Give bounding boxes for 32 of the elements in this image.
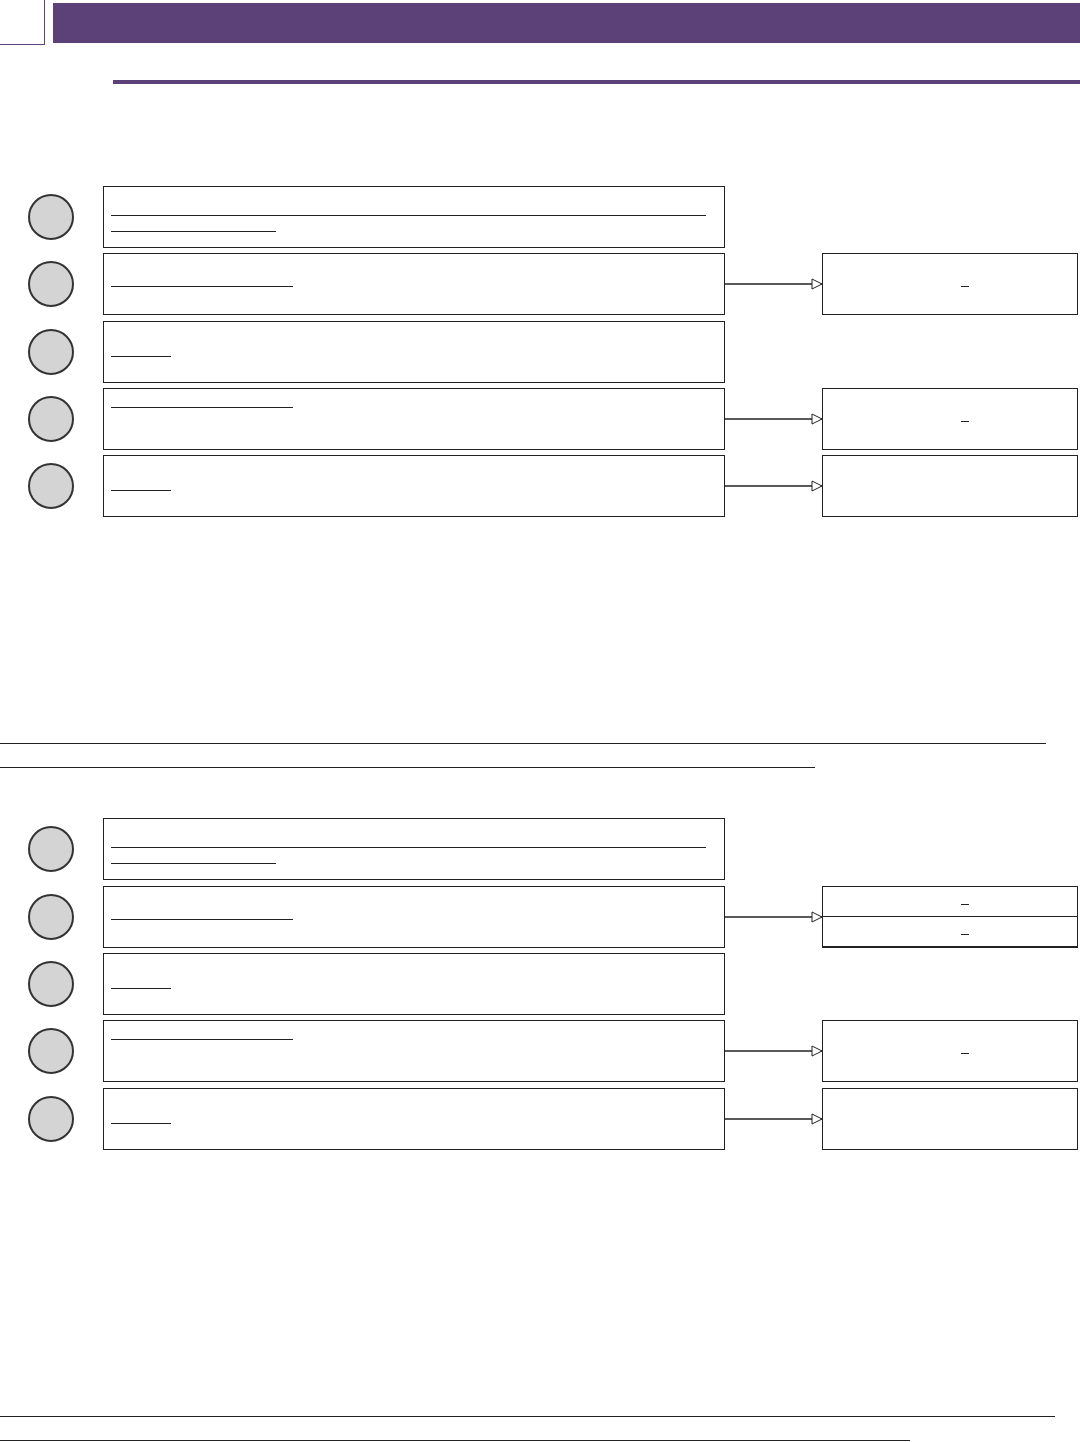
text-box: [822, 1088, 1078, 1150]
arrow: [724, 1045, 823, 1057]
step-circle: [28, 1028, 74, 1074]
text-box: [103, 818, 725, 880]
text-box: [103, 1020, 725, 1082]
step-circle: [28, 1096, 74, 1142]
step-circle: [28, 194, 74, 240]
arrow: [724, 911, 823, 923]
step-circle: [28, 463, 74, 509]
text-box: [103, 253, 725, 315]
step-circle: [28, 261, 74, 307]
step-circle: [28, 826, 74, 872]
arrow: [724, 480, 823, 492]
text-box: [103, 388, 725, 450]
text-box: [103, 321, 725, 383]
text-box: [103, 1088, 725, 1150]
text-box: [103, 186, 725, 248]
step-circle: [28, 894, 74, 940]
text-box: [822, 886, 1078, 948]
text-box: [103, 455, 725, 517]
step-circle: [28, 961, 74, 1007]
step-circle: [28, 329, 74, 375]
text-box: [103, 886, 725, 948]
arrow: [724, 413, 823, 425]
text-box: [822, 455, 1078, 517]
text-box: [822, 1020, 1078, 1082]
text-box: [103, 953, 725, 1015]
arrow: [724, 1113, 823, 1125]
text-box: [822, 253, 1078, 315]
arrow: [724, 278, 823, 290]
text-box: [822, 388, 1078, 450]
step-circle: [28, 396, 74, 442]
